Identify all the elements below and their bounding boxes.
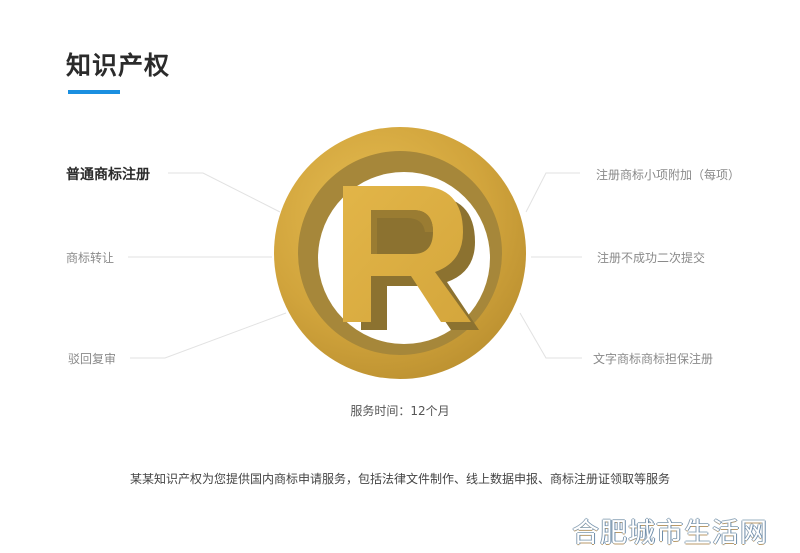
service-item-resubmission: 注册不成功二次提交 <box>597 251 706 265</box>
service-duration: 服务时间：12个月 <box>350 404 450 418</box>
service-item-trademark-transfer: 商标转让 <box>66 251 115 265</box>
service-description: 某某知识产权为您提供国内商标申请服务，包括法律文件制作、线上数据申报、商标注册证… <box>129 472 670 486</box>
watermark: 合肥城市生活网 <box>572 518 768 549</box>
service-item-guaranteed-registration: 文字商标商标担保注册 <box>593 352 714 366</box>
registered-trademark-icon <box>274 127 526 379</box>
service-item-standard-registration: 普通商标注册 <box>66 167 150 183</box>
service-item-subclass-addition: 注册商标小项附加（每项） <box>596 168 741 182</box>
title-underline <box>68 90 120 94</box>
page-title: 知识产权 <box>66 51 171 80</box>
service-item-rejection-review: 驳回复审 <box>68 352 117 366</box>
